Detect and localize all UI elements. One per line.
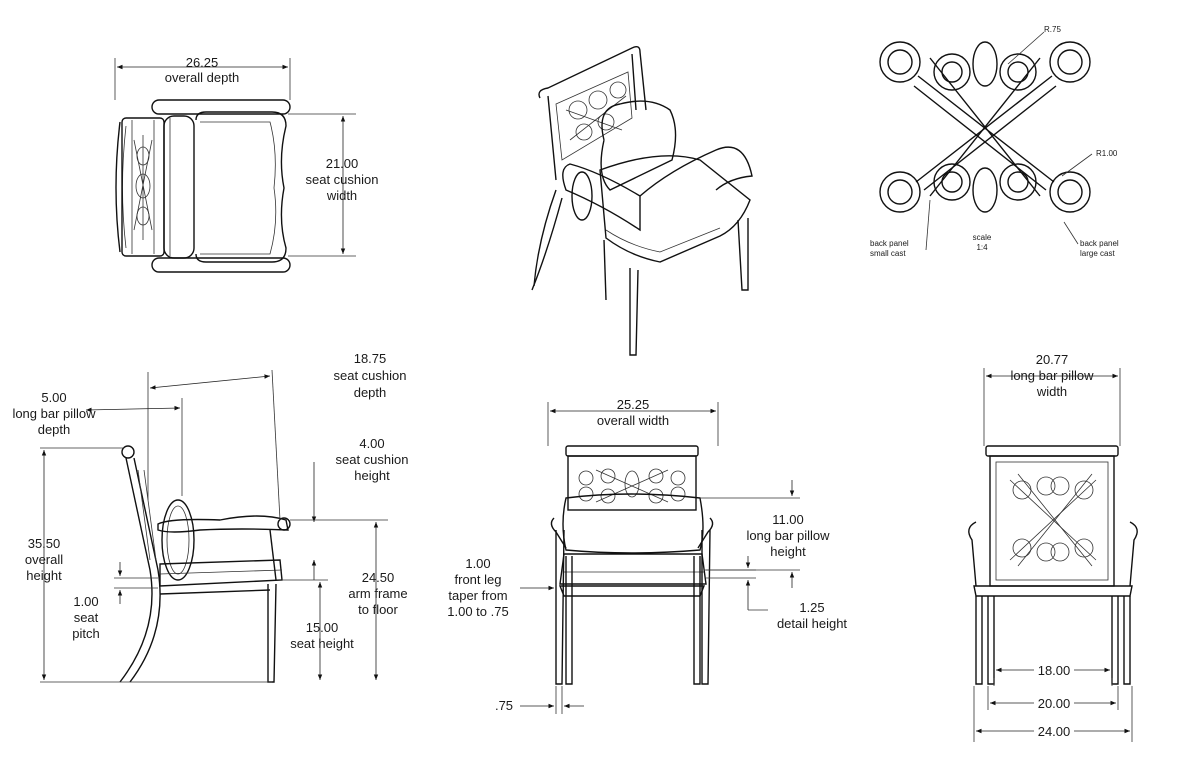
pillow-height-line2: height [770, 544, 806, 559]
pillow-height-line1: long bar pillow [746, 528, 830, 543]
top-view-chair-outline [115, 99, 291, 273]
small-radius-label: R.75 [1044, 25, 1061, 34]
arm-frame-line2: to floor [358, 602, 398, 617]
isometric-view [531, 45, 753, 356]
cushion-height-line2: height [354, 468, 390, 483]
cushion-height-value: 4.00 [359, 436, 384, 451]
scale-line2: 1:4 [976, 243, 988, 252]
overall-depth-value: 26.25 [186, 55, 219, 70]
arm-frame-value: 24.50 [362, 570, 395, 585]
seat-height-value: 15.00 [306, 620, 339, 635]
cushion-height-line1: seat cushion [336, 452, 409, 467]
seat-height-label: seat height [290, 636, 354, 651]
seat-cushion-width-value: 21.00 [326, 156, 359, 171]
cushion-depth-value: 18.75 [354, 351, 387, 366]
leg-bottom-value: .75 [495, 698, 513, 713]
leg-taper-line2: taper from [448, 588, 507, 603]
leg-taper-value: 1.00 [465, 556, 490, 571]
seat-cushion-width-line2: width [326, 188, 357, 203]
width-24-value: 24.00 [1038, 724, 1071, 739]
small-cast-line1: back panel [870, 239, 909, 248]
overall-height-line1: overall [25, 552, 63, 567]
side-view: 18.75 seat cushion depth 5.00 long bar p… [12, 351, 409, 683]
cushion-depth-line2: depth [354, 385, 387, 400]
large-cast-line1: back panel [1080, 239, 1119, 248]
overall-depth-label: overall depth [165, 70, 239, 85]
width-20-value: 20.00 [1038, 696, 1071, 711]
back-view-chair-outline [968, 445, 1138, 685]
pillow-width-line2: width [1036, 384, 1067, 399]
leg-taper-line3: 1.00 to .75 [447, 604, 508, 619]
seat-cushion-width-line1: seat cushion [306, 172, 379, 187]
pillow-width-line1: long bar pillow [1010, 368, 1094, 383]
pillow-width-value: 20.77 [1036, 352, 1069, 367]
small-cast-line2: small cast [870, 249, 906, 258]
overall-height-line2: height [26, 568, 62, 583]
overall-height-value: 35.50 [28, 536, 61, 551]
pillow-height-value: 11.00 [772, 512, 804, 527]
seat-pitch-value: 1.00 [73, 594, 98, 609]
side-view-chair-outline [119, 445, 291, 683]
scale-line1: scale [973, 233, 992, 242]
top-view: 26.25 overall depth 21.00 seat cushion w… [114, 55, 379, 273]
pillow-depth-line2: depth [38, 422, 71, 437]
back-panel-detail: R.75 R1.00 back panel small cast scale 1… [870, 25, 1119, 258]
front-view: 25.25 overall width 11.00 long bar pillo… [447, 397, 847, 714]
seat-pitch-line1: seat [74, 610, 99, 625]
large-cast-line2: large cast [1080, 249, 1115, 258]
back-view: 20.77 long bar pillow width 18.00 20.00 … [968, 352, 1138, 742]
detail-height-label: detail height [777, 616, 847, 631]
pillow-depth-value: 5.00 [41, 390, 66, 405]
leg-taper-line1: front leg [455, 572, 502, 587]
seat-pitch-line2: pitch [72, 626, 99, 641]
pillow-depth-line1: long bar pillow [12, 406, 96, 421]
width-18-value: 18.00 [1038, 663, 1071, 678]
large-radius-label: R1.00 [1096, 149, 1118, 158]
detail-height-value: 1.25 [799, 600, 824, 615]
overall-width-label: overall width [597, 413, 669, 428]
arm-frame-line1: arm frame [348, 586, 407, 601]
overall-width-value: 25.25 [617, 397, 650, 412]
cushion-depth-line1: seat cushion [334, 368, 407, 383]
front-view-chair-outline [550, 445, 714, 685]
